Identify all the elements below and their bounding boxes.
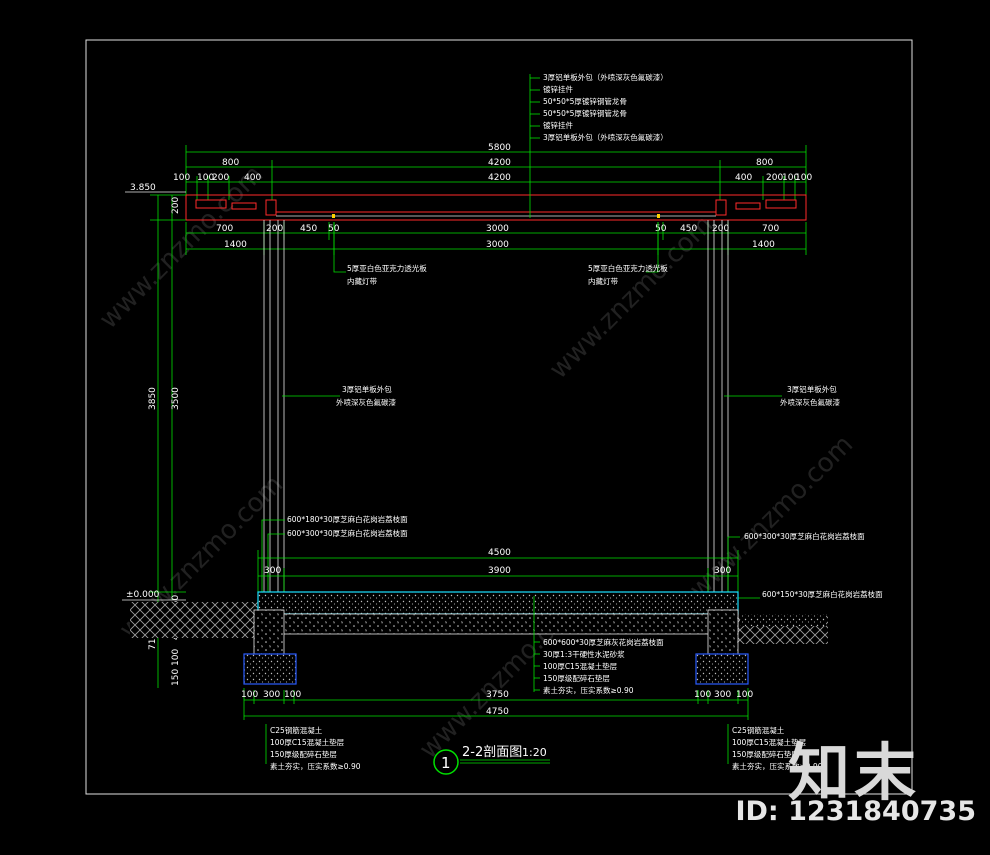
title-text: 2-2剖面图 (462, 745, 522, 760)
beam-note-left: 5厚亚白色亚克力透光板 (347, 263, 427, 273)
beam-note-right: 5厚亚白色亚克力透光板 (588, 263, 668, 273)
dim-beam: 450 (680, 224, 697, 234)
found-note-left: C25钢筋混凝土 (270, 725, 323, 735)
dim-top-4200-b: 4200 (488, 173, 511, 183)
found-note-left: 150厚级配碎石垫层 (270, 749, 337, 759)
roof-notes: 3厚铝单板外包（外喷深灰色氟碳漆） 镀锌挂件 50*50*5厚镀锌钢管龙骨 50… (529, 72, 668, 218)
column-note-left: 3厚铝单板外包 (342, 384, 392, 394)
roof-note: 3厚铝单板外包（外喷深灰色氟碳漆） (543, 132, 668, 142)
found-note-right: 素土夯实，压实系数≥0.90 (732, 761, 823, 771)
brand-logo: 知末 (787, 736, 920, 809)
foundation-dimension-chain: 100 300 100 3750 100 300 100 4750 (241, 688, 753, 720)
dim-beam: 450 (300, 224, 317, 234)
watermark-text: www.znzmo.com (684, 430, 859, 605)
dim-row3-right: 200 (766, 173, 783, 183)
column-note-left: 外喷深灰色氟碳漆 (336, 397, 396, 407)
dim-found: 100 (241, 690, 258, 700)
dim-top-4200-a: 4200 (488, 158, 511, 168)
dim-found: 100 (736, 690, 753, 700)
dim-beam: 3000 (486, 224, 509, 234)
dim-slab-4500: 4500 (488, 548, 511, 558)
dim-710: 710 (148, 633, 158, 650)
dim-top-800-right: 800 (756, 158, 773, 168)
beam-note-left: 内藏灯带 (347, 276, 377, 286)
found-note-left: 100厚C15混凝土垫层 (270, 737, 345, 747)
dim-3850: 3850 (148, 387, 158, 410)
floor-note: 素土夯实，压实系数≥0.90 (543, 685, 634, 695)
drawing-title: 1 2-2剖面图 1:20 (433, 745, 550, 775)
dim-row3-right: 100 (782, 173, 799, 183)
dim-found: 300 (263, 690, 280, 700)
title-index: 1 (441, 754, 451, 772)
title-scale: 1:20 (522, 746, 547, 759)
dim-slab-3900: 3900 (488, 566, 511, 576)
dim-beam: 700 (762, 224, 779, 234)
dim-row5: 1400 (752, 240, 775, 250)
dim-beam: 200 (712, 224, 729, 234)
dim-found: 100 (694, 690, 711, 700)
drawing-frame (85, 39, 913, 795)
dim-row5: 3000 (486, 240, 509, 250)
columns (263, 220, 729, 592)
ground-section (130, 591, 828, 685)
foundation-notes: C25钢筋混凝土 100厚C15混凝土垫层 150厚级配碎石垫层 素土夯实，压实… (265, 724, 823, 771)
dim-found: 100 (284, 690, 301, 700)
roof-note: 3厚铝单板外包（外喷深灰色氟碳漆） (543, 72, 668, 82)
beam-notes: 5厚亚白色亚克力透光板 内藏灯带 5厚亚白色亚克力透光板 内藏灯带 (333, 222, 668, 286)
found-note-right: C25钢筋混凝土 (732, 725, 785, 735)
roof-note: 镀锌挂件 (543, 84, 573, 94)
floor-notes: 600*600*30厚芝麻灰花岗岩荔枝面 30厚1:3干硬性水泥砂浆 100厚C… (533, 596, 664, 695)
roof-note: 50*50*5厚镀锌钢管龙骨 (543, 108, 627, 118)
column-notes: 3厚铝单板外包 外喷深灰色氟碳漆 3厚铝单板外包 外喷深灰色氟碳漆 (282, 384, 840, 407)
dim-slab-300-right: 300 (714, 566, 731, 576)
dim-beam: 700 (216, 224, 233, 234)
dim-found: 300 (714, 690, 731, 700)
dim-top-800-left: 800 (222, 158, 239, 168)
dim-found-total: 4750 (486, 707, 509, 717)
floor-note: 30厚1:3干硬性水泥砂浆 (543, 649, 625, 659)
id-label: ID: 1231840735 (735, 796, 976, 827)
dim-row3-left: 100 (173, 173, 190, 183)
found-note-left: 素土夯实，压实系数≥0.90 (270, 761, 361, 771)
dim-3500: 3500 (171, 387, 181, 410)
roof-beam (185, 194, 807, 221)
column-note-right: 外喷深灰色氟碳漆 (780, 397, 840, 407)
stone-note-edge: 600*150*30厚芝麻白花岗岩荔枝面 (762, 589, 883, 599)
beam-dimension-chain: 700 200 450 50 3000 50 450 200 700 1400 … (185, 222, 807, 255)
dim-beam: 200 (266, 224, 283, 234)
dim-row3-right: 100 (795, 173, 812, 183)
stone-notes: 600*180*30厚芝麻白花岗岩荔枝面 600*300*30厚芝麻白花岗岩荔枝… (261, 514, 883, 599)
dim-row5: 1400 (224, 240, 247, 250)
beam-note-right: 内藏灯带 (588, 276, 618, 286)
dim-top-total: 5800 (488, 143, 511, 153)
floor-note: 100厚C15混凝土垫层 (543, 661, 618, 671)
found-note-right: 100厚C15混凝土垫层 (732, 737, 807, 747)
top-dimension-chain: 5800 800 4200 800 4200 100 100 200 400 4… (173, 143, 812, 200)
stone-note-left: 600*180*30厚芝麻白花岗岩荔枝面 (287, 514, 408, 524)
level-zero: ±0.000 (126, 590, 160, 600)
found-note-right: 150厚级配碎石垫层 (732, 749, 799, 759)
roof-note: 50*50*5厚镀锌钢管龙骨 (543, 96, 627, 106)
dim-row3-left: 200 (212, 173, 229, 183)
dim-found: 3750 (486, 690, 509, 700)
floor-note: 150厚级配碎石垫层 (543, 673, 610, 683)
roof-note: 镀锌挂件 (543, 120, 573, 130)
slab-dimension-chain: 4500 300 3900 300 (257, 548, 739, 592)
dim-beam-height: 200 (171, 197, 181, 214)
dim-row3-right: 400 (735, 173, 752, 183)
watermark-text: www.znzmo.com (544, 210, 719, 385)
dim-row3-left: 100 (197, 173, 214, 183)
floor-note: 600*600*30厚芝麻灰花岗岩荔枝面 (543, 637, 664, 647)
stone-note-left: 600*300*30厚芝麻白花岗岩荔枝面 (287, 528, 408, 538)
dim-row3-left: 400 (244, 173, 261, 183)
dim-slab-300-left: 300 (264, 566, 281, 576)
column-note-right: 3厚铝单板外包 (787, 384, 837, 394)
dim-150-100: 150 100 (171, 649, 181, 686)
level-top: 3.850 (130, 183, 156, 193)
dim-beam: 50 (655, 224, 667, 234)
stone-note-right: 600*300*30厚芝麻白花岗岩荔枝面 (744, 531, 865, 541)
